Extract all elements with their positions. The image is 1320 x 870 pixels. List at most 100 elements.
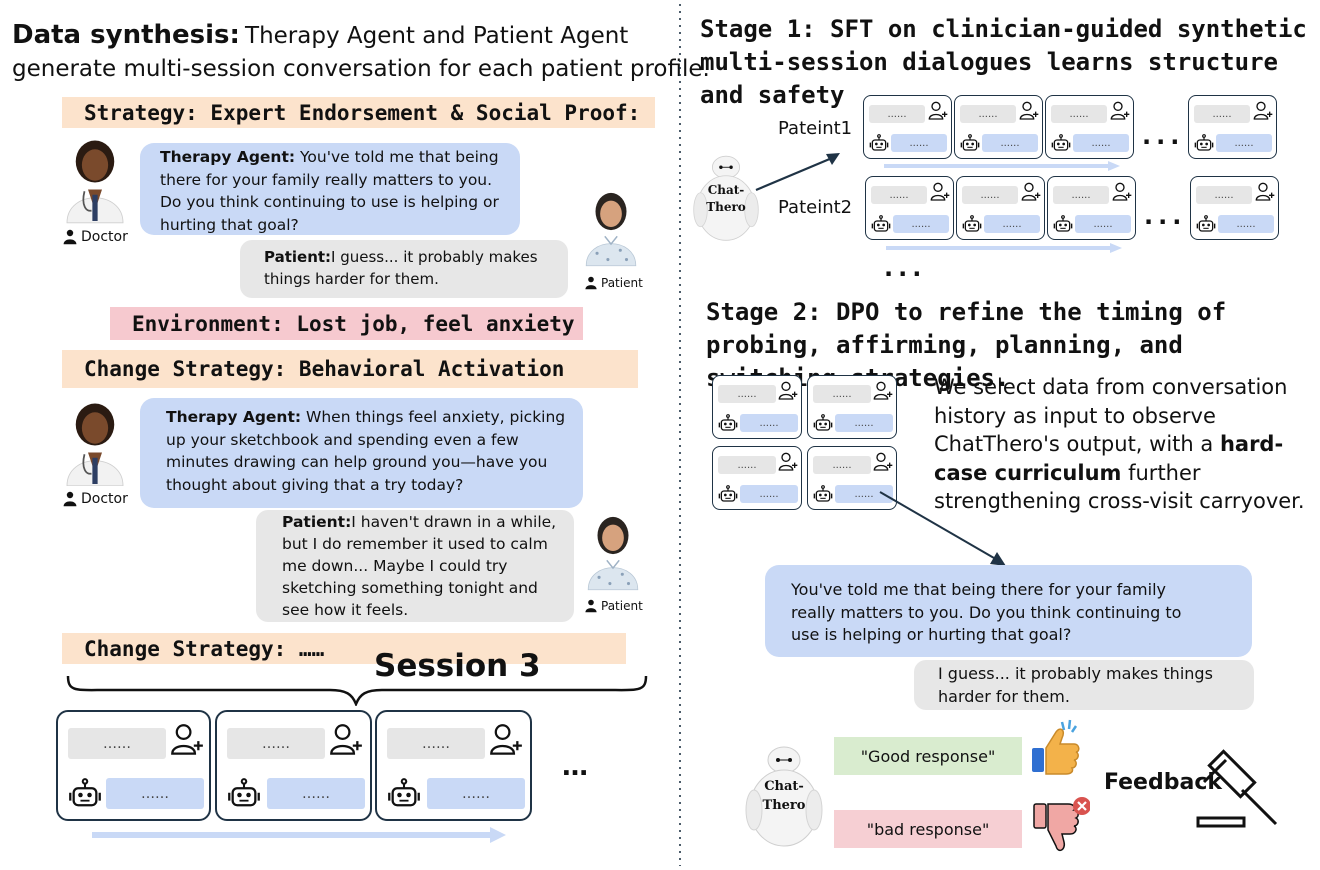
user-message-placeholder: ...... xyxy=(1051,105,1107,123)
agent-message-placeholder: ...... xyxy=(982,134,1038,152)
person-icon xyxy=(63,491,77,507)
timeline-arrow xyxy=(92,827,506,843)
user-message-placeholder: ...... xyxy=(813,456,871,474)
doctor-avatar xyxy=(66,139,124,224)
user-message-placeholder: ...... xyxy=(869,105,925,123)
panel-divider xyxy=(679,4,681,866)
agent-message-placeholder: …… xyxy=(106,778,204,809)
session-card: …… …… xyxy=(215,710,372,821)
stage2-desc-after: further strengthening cross-visit carryo… xyxy=(934,460,1305,514)
strategy2-band: Change Strategy: Behavioral Activation xyxy=(62,350,638,388)
user-plus-icon xyxy=(1255,182,1275,201)
session-card: ...... ...... xyxy=(956,176,1045,240)
user-plus-icon xyxy=(930,182,950,201)
environment-label: Environment: Lost job, feel anxiety xyxy=(132,311,575,336)
user-message-placeholder: ...... xyxy=(1196,186,1252,204)
doctor-label-text: Doctor xyxy=(81,491,128,507)
user-message-placeholder: …… xyxy=(68,728,166,759)
left-title: Data synthesis: Therapy Agent and Patien… xyxy=(12,20,682,50)
agent-message-placeholder: ...... xyxy=(1073,134,1129,152)
user-plus-icon xyxy=(928,101,948,120)
stage2-therapist-bubble: You've told me that being there for your… xyxy=(765,565,1252,657)
user-message-placeholder: ...... xyxy=(813,385,871,403)
agent-message-placeholder: …… xyxy=(267,778,365,809)
agent-message-placeholder: ...... xyxy=(893,215,949,233)
robot-icon xyxy=(869,134,889,151)
user-message-placeholder: ...... xyxy=(718,385,776,403)
user-plus-icon xyxy=(778,452,798,471)
patient-avatar xyxy=(587,515,639,591)
agent-message-placeholder: ...... xyxy=(984,215,1040,233)
session-brace xyxy=(66,675,648,706)
history-card: ...... ...... xyxy=(712,375,802,439)
user-plus-icon xyxy=(778,381,798,400)
good-response-box: "Good response" xyxy=(834,737,1022,775)
patient-bubble-1: Patient:I guess... it probably makes thi… xyxy=(240,240,568,298)
patient-avatar xyxy=(585,192,637,267)
user-plus-icon xyxy=(171,724,204,755)
bad-response-box: "bad response" xyxy=(834,810,1022,848)
session-label: Session 3 xyxy=(374,648,541,684)
person-icon xyxy=(63,229,77,245)
patient-label: Patient xyxy=(584,276,643,290)
session-card: ...... ...... xyxy=(1190,176,1279,240)
robot-icon xyxy=(718,414,738,431)
session-card: ...... ...... xyxy=(1047,176,1136,240)
agent-message-placeholder: ...... xyxy=(835,485,893,503)
therapist-bubble-2: Therapy Agent: When things feel anxiety,… xyxy=(140,398,583,508)
session-card: ...... ...... xyxy=(954,95,1043,159)
user-plus-icon xyxy=(873,381,893,400)
session-card: …… …… xyxy=(56,710,211,821)
patient-speaker-2: Patient: xyxy=(282,513,352,531)
feedback-label: Feedback xyxy=(1104,770,1222,795)
strategy1-band: Strategy: Expert Endorsement & Social Pr… xyxy=(62,97,655,128)
agent-message-placeholder: ...... xyxy=(835,414,893,432)
session-card: ...... ...... xyxy=(1188,95,1277,159)
patient-label-text: Patient xyxy=(601,599,643,613)
left-title-bold: Data synthesis: xyxy=(12,20,240,50)
doctor-label: Doctor xyxy=(62,491,128,507)
gavel-icon xyxy=(1196,749,1278,828)
robot-icon xyxy=(962,215,982,232)
strategy1-label: Strategy: Expert Endorsement & Social Pr… xyxy=(84,100,641,125)
user-plus-icon xyxy=(1110,101,1130,120)
agent-message-placeholder: ...... xyxy=(740,485,798,503)
user-message-placeholder: …… xyxy=(387,728,485,759)
robot-icon xyxy=(69,778,102,807)
user-plus-icon xyxy=(1021,182,1041,201)
thumbs-up-icon xyxy=(1032,719,1080,775)
agent-message-placeholder: ...... xyxy=(1216,134,1272,152)
robot-icon xyxy=(813,414,833,431)
person-icon xyxy=(585,599,597,613)
robot-icon xyxy=(227,778,261,807)
left-title-rest: Therapy Agent and Patient Agent xyxy=(245,23,629,49)
patient-bubble-2: Patient:I haven't drawn in a while, but … xyxy=(256,510,574,622)
patient1-label: Pateint1 xyxy=(778,118,853,139)
history-card: ...... ...... xyxy=(807,446,897,510)
session-card: ...... ...... xyxy=(1045,95,1134,159)
stage2-desc-before: We select data from conversation history… xyxy=(934,375,1288,457)
patient2-label: Pateint2 xyxy=(778,197,853,218)
user-message-placeholder: ...... xyxy=(871,186,927,204)
robot-icon xyxy=(1196,215,1216,232)
agent-message-placeholder: ...... xyxy=(740,414,798,432)
therapist-bubble-1: Therapy Agent: You've told me that being… xyxy=(140,143,520,235)
history-card: ...... ...... xyxy=(807,375,897,439)
model-name-line1: Chat- xyxy=(764,779,804,794)
row1-ellipsis: ... xyxy=(1142,122,1185,150)
therapist-speaker-1: Therapy Agent: xyxy=(160,148,296,166)
session-ellipsis: … xyxy=(562,752,593,782)
user-plus-icon xyxy=(490,724,523,755)
therapist-speaker-2: Therapy Agent: xyxy=(166,408,302,426)
patient-text-1: I guess... it probably makes things hard… xyxy=(264,248,538,288)
user-plus-icon xyxy=(1112,182,1132,201)
user-message-placeholder: ...... xyxy=(1053,186,1109,204)
patient-label-text: Patient xyxy=(601,276,643,290)
row1-timeline-arrow xyxy=(884,161,1120,171)
user-message-placeholder: ...... xyxy=(1194,105,1250,123)
strategy3-label: Change Strategy: …… xyxy=(84,636,325,661)
agent-message-placeholder: ...... xyxy=(1075,215,1131,233)
session-card: ...... ...... xyxy=(863,95,952,159)
thumbs-down-icon xyxy=(1033,797,1090,852)
robot-icon xyxy=(1051,134,1071,151)
